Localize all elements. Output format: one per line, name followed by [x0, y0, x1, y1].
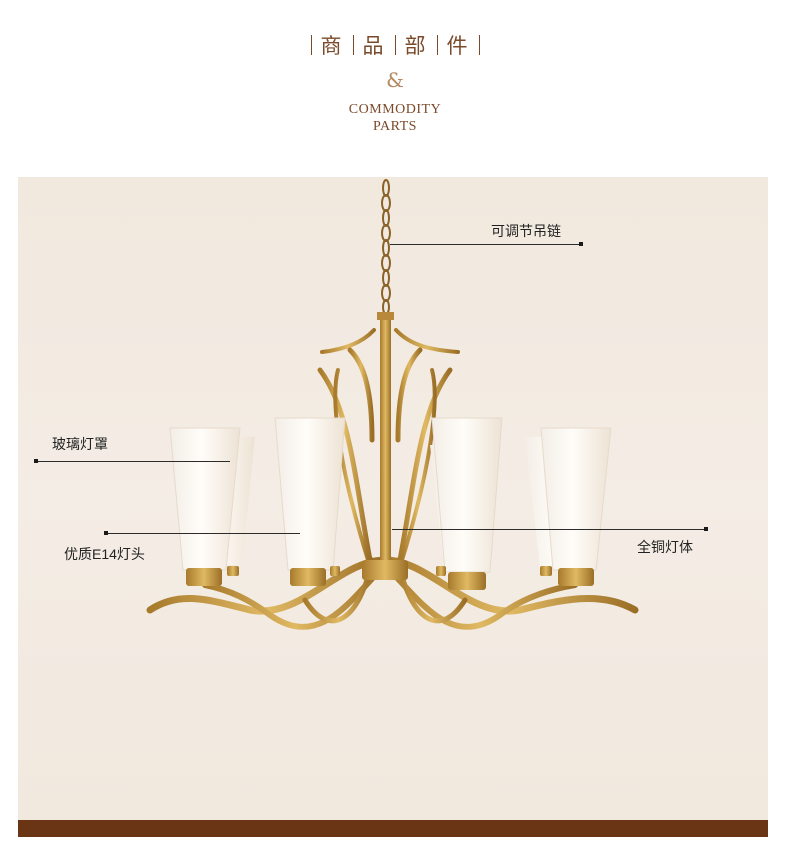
- center-stem: [380, 312, 391, 562]
- callout-dot-glass-shade: [34, 459, 38, 463]
- title-divider: [478, 35, 480, 55]
- title-divider: [352, 35, 354, 55]
- callout-line-copper-body: [392, 529, 708, 530]
- label-glass-shade: 玻璃灯罩: [52, 436, 108, 452]
- center-hub: [362, 560, 408, 580]
- glass-shades: [169, 417, 612, 575]
- title-divider: [310, 35, 312, 55]
- label-copper-body: 全铜灯体: [637, 539, 693, 555]
- title-char: 件: [446, 34, 470, 58]
- callout-dot-lamp-holder: [104, 531, 108, 535]
- header: 商品部件 & COMMODITY PARTS: [0, 0, 790, 175]
- english-subtitle: COMMODITY PARTS: [0, 101, 790, 135]
- section-title: 商品部件: [0, 30, 790, 60]
- callout-line-glass-shade: [36, 461, 230, 462]
- product-panel: [18, 177, 768, 820]
- callout-dot-chain: [579, 242, 583, 246]
- label-lamp-holder: 优质E14灯头: [64, 546, 145, 562]
- chain: [381, 179, 391, 315]
- english-line-2: PARTS: [373, 119, 417, 134]
- ampersand: &: [386, 68, 404, 92]
- title-divider: [436, 35, 438, 55]
- title-char: 商: [320, 34, 344, 58]
- title-divider: [394, 35, 396, 55]
- english-line-1: COMMODITY: [348, 102, 442, 117]
- callout-line-lamp-holder: [106, 533, 300, 534]
- callout-line-chain: [390, 244, 582, 245]
- footer-bar: [18, 820, 768, 837]
- lamp-holders: [186, 566, 594, 590]
- label-chain: 可调节吊链: [491, 223, 561, 239]
- callout-dot-copper-body: [704, 527, 708, 531]
- title-char: 品: [362, 34, 386, 58]
- title-char: 部: [404, 34, 428, 58]
